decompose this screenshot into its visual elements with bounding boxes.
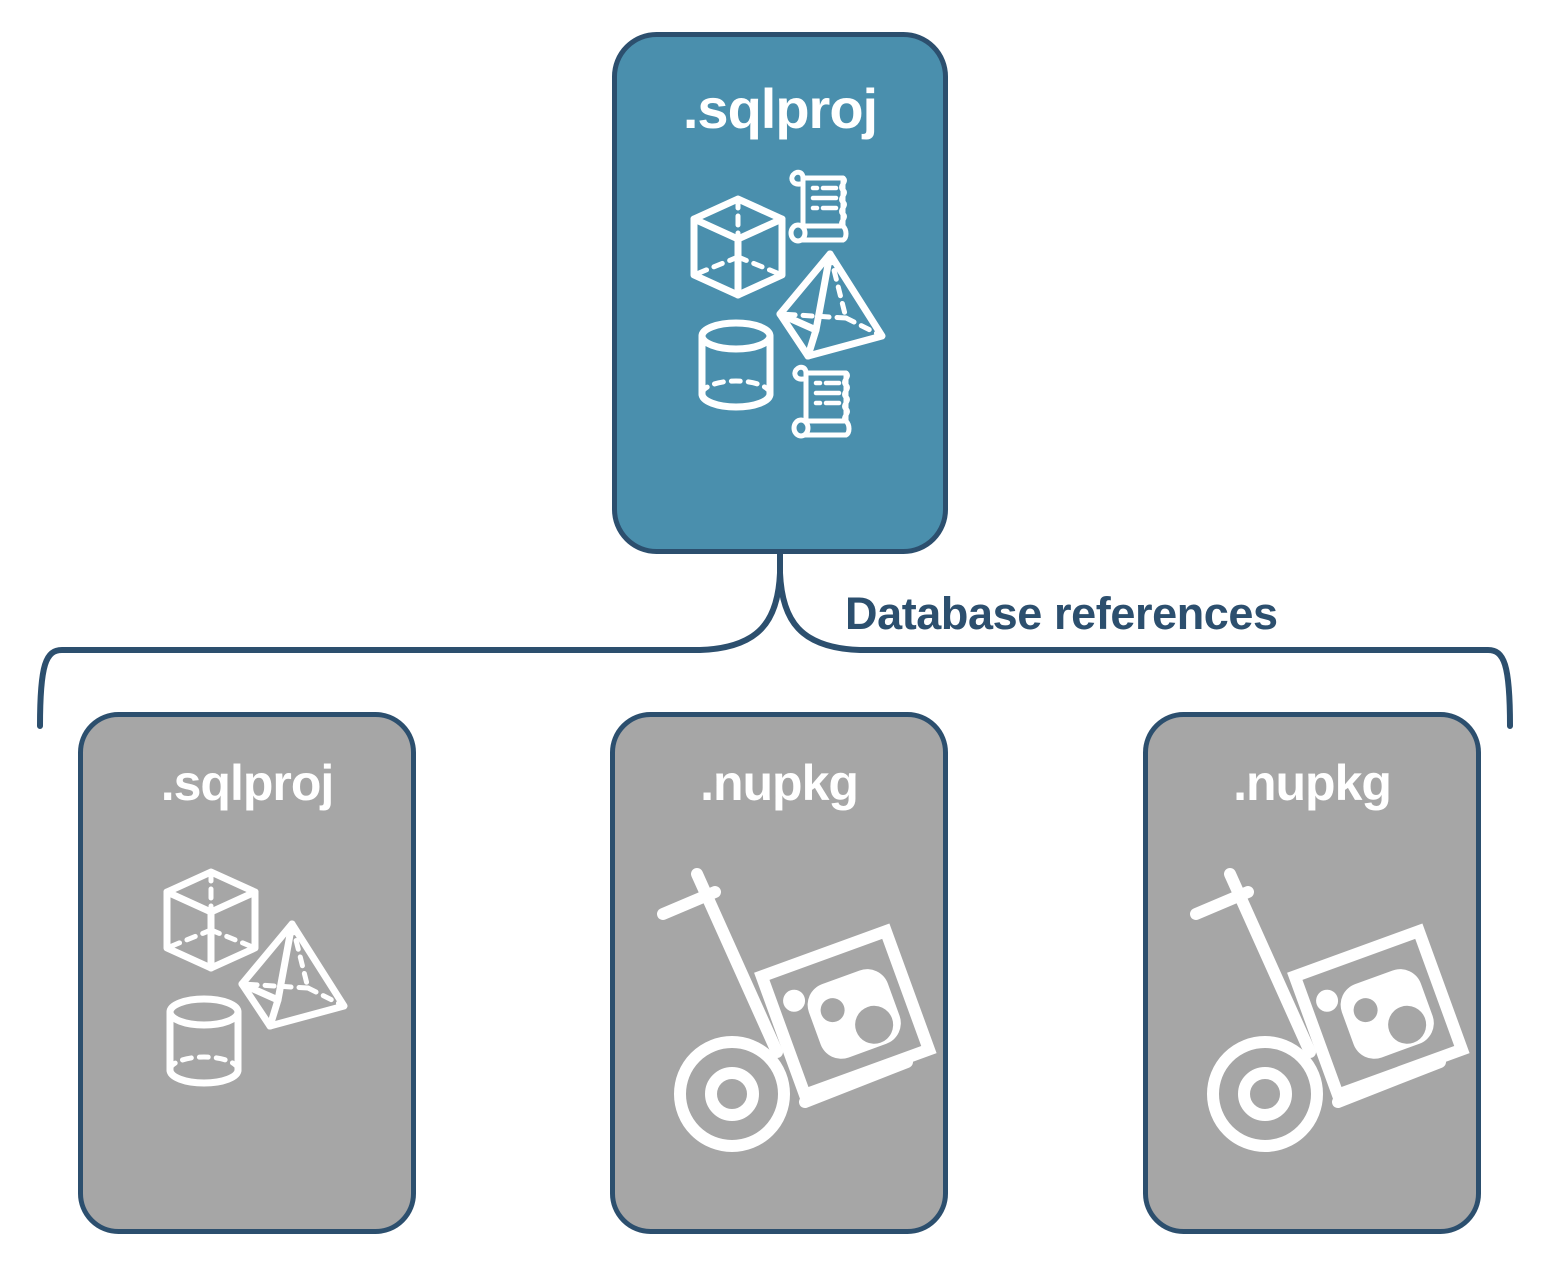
reference-card-title: .sqlproj — [161, 755, 334, 811]
reference-card-sqlproj[interactable]: .sqlproj — [78, 712, 416, 1234]
primary-card-title: .sqlproj — [683, 77, 877, 140]
relationship-label: Database references — [845, 588, 1278, 639]
primary-project-card[interactable]: .sqlproj — [612, 32, 948, 554]
reference-card-nupkg-2[interactable]: .nupkg — [1143, 712, 1481, 1234]
brace-left — [37, 570, 783, 729]
database-references-brace: Database references — [37, 551, 1513, 729]
reference-card-nupkg-1[interactable]: .nupkg — [610, 712, 948, 1234]
reference-card-title: .nupkg — [1233, 755, 1391, 811]
brace-right — [777, 570, 1513, 729]
reference-card-title: .nupkg — [700, 755, 858, 811]
